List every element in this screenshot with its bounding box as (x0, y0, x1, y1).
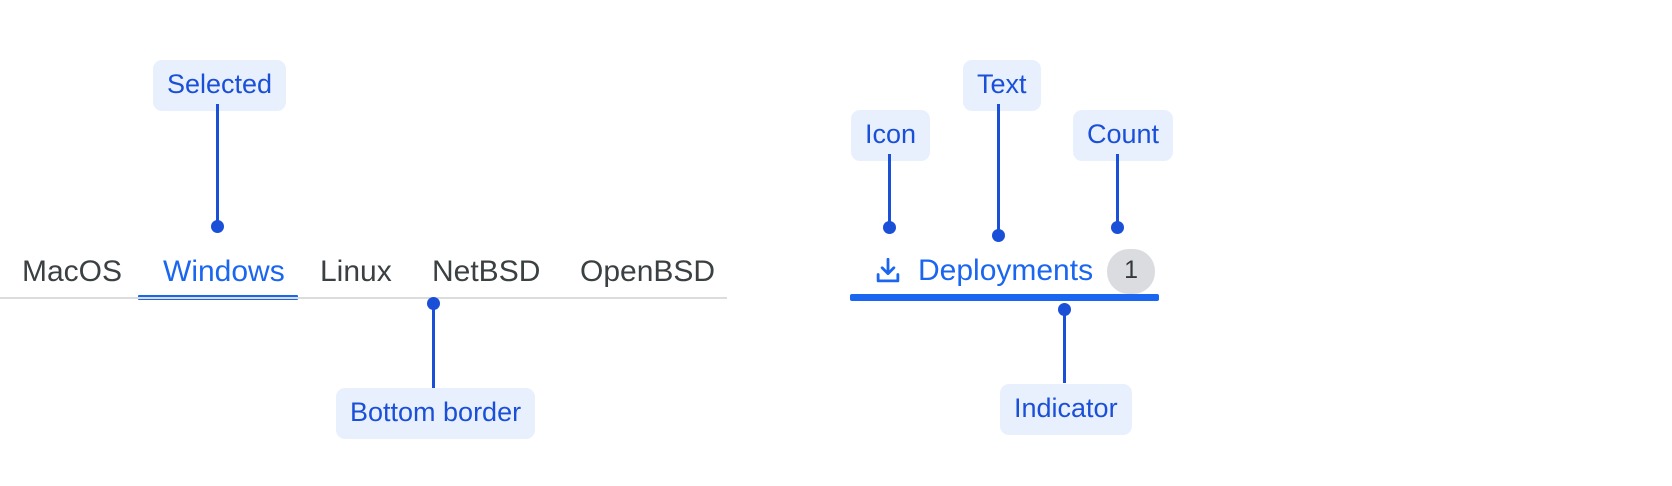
callout-text: Text (963, 60, 1041, 111)
connector-dot-selected (211, 220, 224, 233)
connector-indicator (1063, 309, 1066, 383)
connector-icon (888, 154, 891, 226)
tab-linux[interactable]: Linux (320, 255, 392, 288)
callout-count: Count (1073, 110, 1174, 161)
callout-icon: Icon (851, 110, 931, 161)
callout-selected: Selected (153, 60, 287, 111)
tab-strip-os: MacOS Windows Linux NetBSD OpenBSD (0, 246, 727, 300)
callout-indicator: Indicator (1000, 384, 1132, 435)
connector-dot-icon (883, 221, 896, 234)
connector-selected (216, 104, 219, 226)
tab-deployments-indicator (850, 294, 1159, 301)
tab-macos[interactable]: MacOS (22, 255, 123, 288)
connector-text (997, 104, 1000, 230)
tab-deployments-label: Deployments (918, 254, 1094, 287)
tab-windows[interactable]: Windows (163, 255, 285, 288)
connector-dot-count (1111, 221, 1124, 234)
callout-bottom-border: Bottom border (336, 388, 536, 439)
download-icon (876, 257, 900, 283)
tab-strip-bottom-border (0, 297, 727, 299)
tab-deployments-count-badge: 1 (1107, 248, 1156, 294)
connector-dot-text (992, 229, 1005, 242)
tab-openbsd[interactable]: OpenBSD (580, 255, 716, 288)
tab-deployments[interactable]: Deployments 1 (872, 244, 1156, 298)
connector-count (1116, 154, 1119, 226)
connector-bottom-border (432, 303, 435, 388)
tab-netbsd[interactable]: NetBSD (432, 255, 541, 288)
